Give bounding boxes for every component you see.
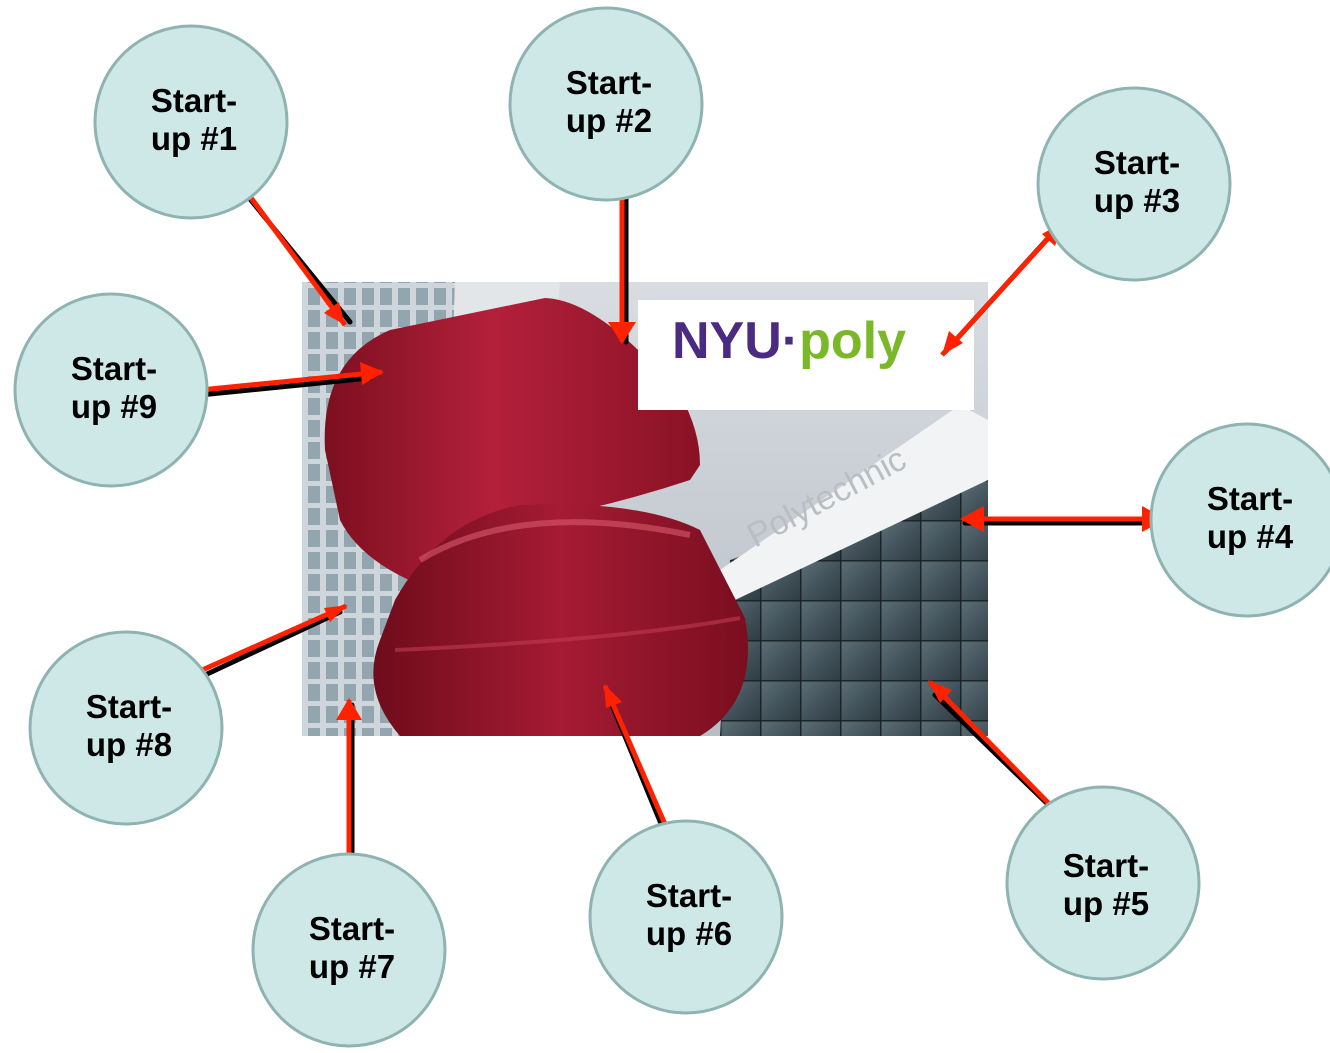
arrow-startup-5 [928, 680, 1067, 822]
startup-nodes [13, 6, 1330, 1048]
startup-6-circle [588, 819, 784, 1015]
startup-3-circle [1036, 86, 1232, 282]
sculpture-top [324, 298, 700, 585]
svg-text:NYU·poly: NYU·poly [672, 312, 906, 370]
startup-5-circle [1005, 785, 1201, 981]
startup-9-circle [13, 292, 209, 488]
sculpture-bottom [373, 504, 748, 736]
startup-7-circle [251, 852, 447, 1048]
startup-1-circle [93, 24, 289, 220]
startup-8-circle [28, 630, 224, 826]
logo-right-text: poly [799, 312, 906, 370]
arrow-startup-4 [960, 506, 1166, 532]
logo-dot: · [782, 312, 799, 370]
glass-facade [720, 470, 988, 736]
nyu-poly-logo: NYU·poly [638, 300, 974, 410]
sign-band [720, 405, 988, 600]
logo-left-text: NYU [672, 312, 782, 370]
startup-2-circle [508, 6, 704, 202]
startup-4-circle [1149, 422, 1330, 618]
